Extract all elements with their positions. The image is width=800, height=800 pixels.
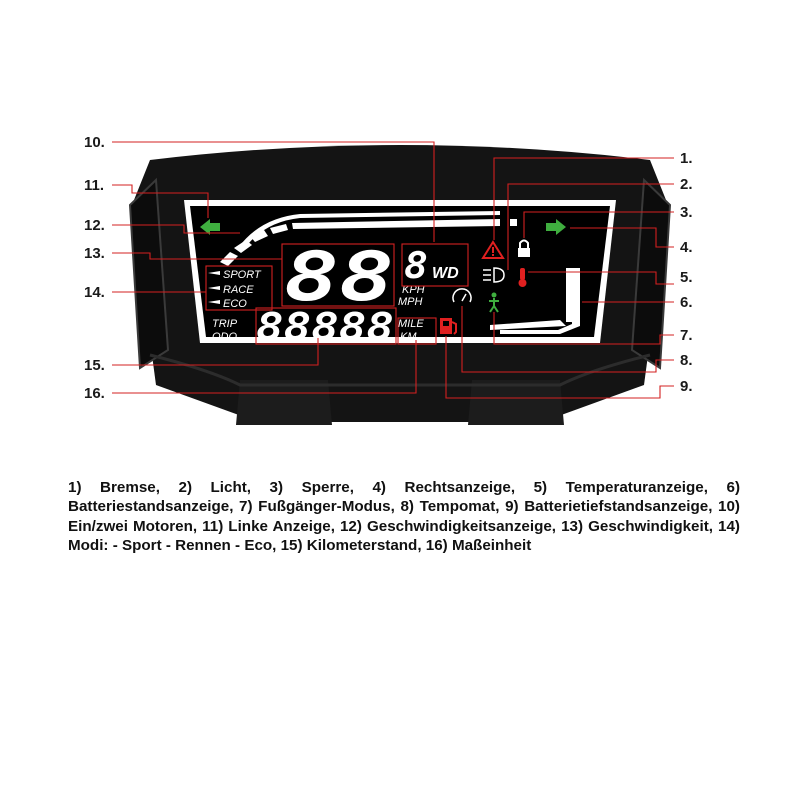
motor-digit: 8 [404,246,428,287]
callout-4: 4. [680,239,693,256]
cruise-control-icon [452,288,472,303]
legend-caption: 1) Bremse, 2) Licht, 3) Sperre, 4) Recht… [68,479,740,555]
motor-unit: WD [432,265,459,282]
dist-unit-km: KM [400,331,417,343]
leader-lines [112,141,674,399]
battery-bar [490,268,580,334]
callout-5: 5. [680,269,693,286]
callout-6: 6. [680,294,693,311]
callout-12: 12. [84,217,105,234]
mode-eco: ECO [223,298,247,310]
dashboard-diagram: SPORT RACE ECO 88 8 WD KPH MPH TRIP ODO … [84,134,693,425]
callout-3: 3. [680,204,693,221]
callout-16: 16. [84,385,105,402]
brake-warning-icon [481,240,505,259]
trip-label: TRIP [212,318,238,330]
callout-11: 11. [84,177,104,194]
callout-9: 9. [680,378,693,395]
left-arrow-icon [200,219,220,235]
dist-unit-mile: MILE [398,318,424,330]
callout-13: 13. [84,245,105,262]
callout-10: 10. [84,134,105,151]
mode-pointers [208,271,220,304]
right-arrow-icon [546,219,566,235]
callout-8: 8. [680,352,693,369]
callout-15: 15. [84,357,105,374]
callout-7: 7. [680,327,693,344]
low-battery-icon [440,318,457,335]
odo-label: ODO [212,331,238,343]
temperature-icon [518,268,527,287]
pedestrian-icon [489,292,499,313]
mode-sport: SPORT [223,269,262,281]
speed-digits: 88 [284,238,394,317]
speed-unit-mph: MPH [398,296,423,308]
lock-icon [518,239,530,257]
mode-race: RACE [223,284,254,296]
headlight-icon [483,267,505,283]
odometer-digits: 88888 [256,305,394,349]
callout-1: 1. [680,150,693,167]
callout-14: 14. [84,284,105,301]
callout-2: 2. [680,176,693,193]
speed-unit-kph: KPH [402,284,425,296]
